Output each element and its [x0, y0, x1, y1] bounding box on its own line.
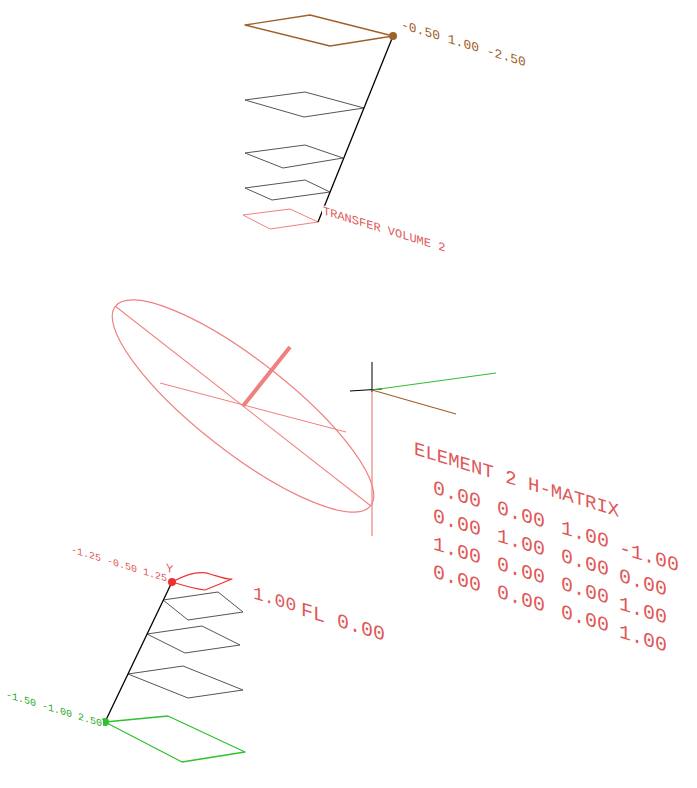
base-plate [105, 716, 245, 762]
element-axis [115, 306, 370, 505]
ellipse-element [87, 270, 399, 542]
value-label: FL 0.00 [300, 600, 386, 646]
axis-z [372, 362, 373, 392]
section-plate [245, 92, 364, 117]
normal-vector [243, 347, 290, 406]
section-plate [147, 626, 240, 653]
coordinate-label: -0.50 1.00 -2.50 [400, 18, 527, 70]
coordinate-label: -1.25 -0.50 1.25 [70, 545, 168, 585]
coordinate-label: -1.50 -1.00 2.50 [5, 690, 103, 730]
axis-green [372, 373, 496, 390]
end-point [168, 578, 176, 586]
spine-line [318, 36, 393, 222]
top-plate [245, 15, 393, 46]
section-plate [245, 145, 343, 168]
volume-label: TRANSFER VOLUME 2 [322, 205, 446, 255]
red-section [172, 573, 232, 590]
element-outline [87, 270, 399, 542]
end-point [389, 32, 397, 40]
axis-y [371, 392, 372, 536]
spine-line [105, 582, 172, 722]
axis-letter: Y [165, 562, 174, 577]
value-label: 1.00 [252, 584, 297, 616]
section-plate [163, 592, 243, 620]
transfer-plate [243, 209, 318, 229]
section-plate [245, 180, 330, 200]
section-plate [128, 666, 243, 698]
axis-brown [372, 390, 456, 414]
